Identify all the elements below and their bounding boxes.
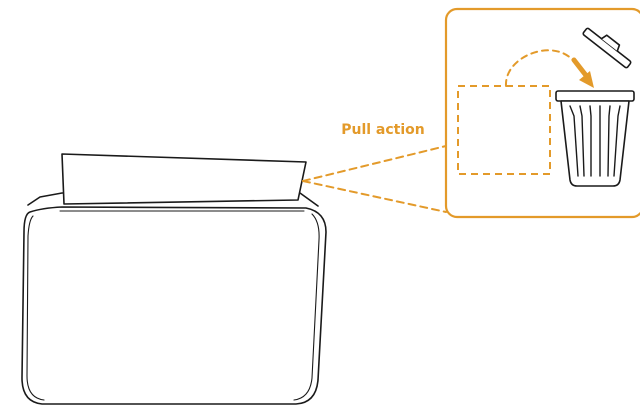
sheet-outline (457, 85, 551, 175)
curved-arrow-icon (504, 49, 594, 88)
pouch-with-tissue-icon (21, 153, 327, 405)
tissue-sheet (61, 153, 307, 205)
open-trash-can-icon (555, 27, 635, 187)
pull-action-label: Pull action (341, 122, 425, 138)
pouch-body (21, 206, 327, 405)
callout-lines (302, 145, 447, 213)
